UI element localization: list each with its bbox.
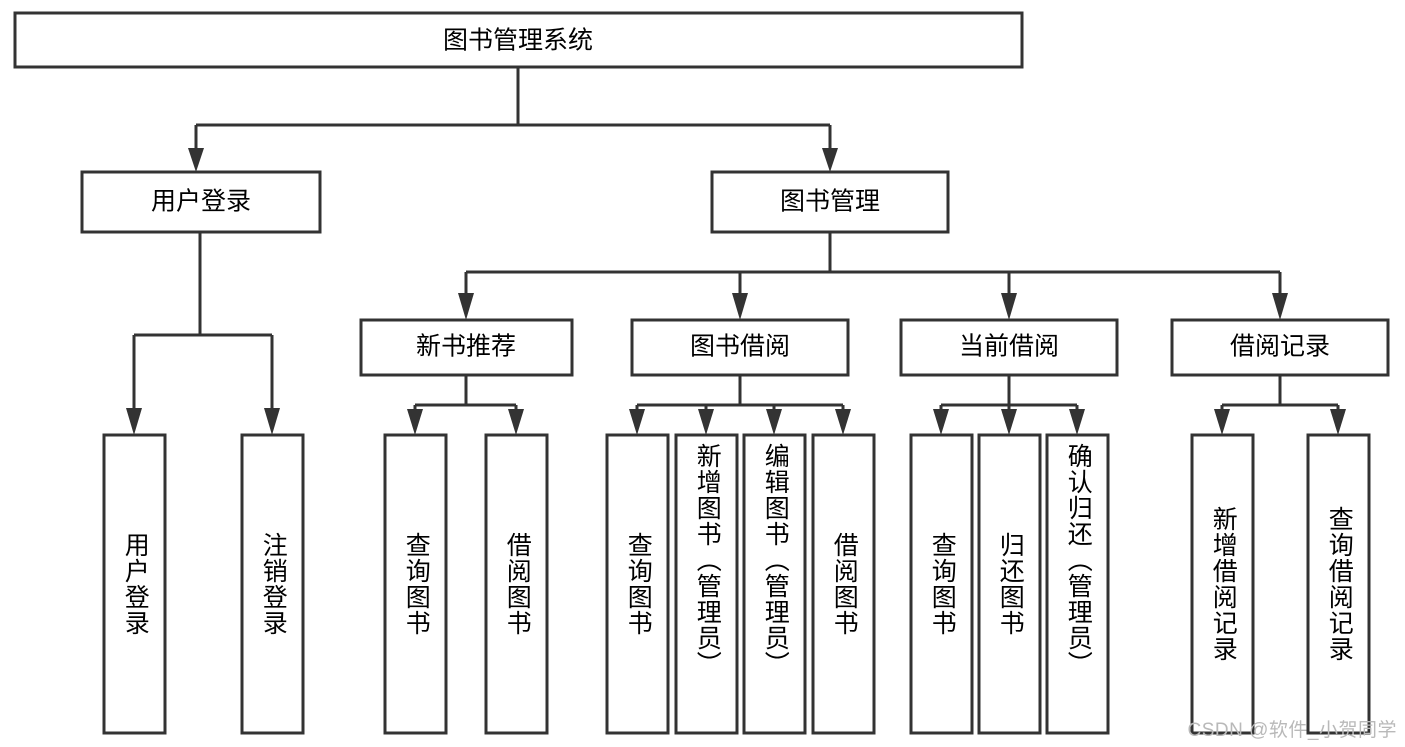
leaf-box-new-book-0[interactable] [383, 433, 448, 735]
leaf-box-user-login-1[interactable] [240, 433, 305, 735]
node-book-borrow[interactable]: 图书借阅 [630, 318, 850, 377]
node-current-borrow-label: 当前借阅 [959, 333, 1059, 361]
arrow-head-icon [1272, 293, 1288, 320]
node-user-login-label: 用户登录 [151, 188, 251, 216]
arrow-head-icon [698, 409, 714, 435]
node-root-box[interactable] [13, 11, 1024, 69]
node-user-login[interactable]: 用户登录 [80, 170, 322, 234]
leaf-group-current-borrow [909, 433, 1110, 735]
watermark-text: CSDN @软件_小贺同学 [1187, 720, 1397, 741]
arrow-head-icon [629, 409, 645, 435]
leaf-group-borrow-record [1190, 433, 1371, 735]
node-borrow-record[interactable]: 借阅记录 [1170, 318, 1390, 377]
node-new-book-recommend-label: 新书推荐 [416, 333, 516, 361]
leaf-box-book-borrow-1[interactable] [674, 433, 739, 735]
node-new-book-recommend[interactable]: 新书推荐 [359, 318, 574, 377]
leaf-box-current-borrow-0[interactable] [909, 433, 974, 735]
node-root[interactable]: 图书管理系统 [13, 11, 1024, 69]
arrow-head-icon [407, 409, 423, 435]
node-borrow-record-label: 借阅记录 [1230, 333, 1330, 361]
arrow-head-icon [822, 148, 838, 172]
leaf-box-current-borrow-1[interactable] [977, 433, 1042, 735]
leaf-group-book-borrow [605, 433, 876, 735]
leaf-box-user-login-0[interactable] [102, 433, 167, 735]
leaf-box-book-borrow-3[interactable] [811, 433, 876, 735]
arrow-head-icon [766, 409, 782, 435]
leaf-box-borrow-record-1[interactable] [1306, 433, 1371, 735]
node-book-management-label: 图书管理 [780, 188, 880, 216]
arrow-head-icon [188, 148, 204, 172]
leaf-box-new-book-1[interactable] [484, 433, 549, 735]
node-book-borrow-label: 图书借阅 [690, 333, 790, 361]
node-book-management[interactable]: 图书管理 [710, 170, 950, 234]
connector-group [126, 67, 1346, 435]
node-borrow-record-box[interactable] [1170, 318, 1390, 377]
leaf-box-book-borrow-2[interactable] [742, 433, 807, 735]
node-current-borrow[interactable]: 当前借阅 [899, 318, 1119, 377]
leaf-box-book-borrow-0[interactable] [605, 433, 670, 735]
arrow-head-icon [1001, 409, 1017, 435]
node-user-login-box[interactable] [80, 170, 322, 234]
arrow-head-icon [264, 408, 280, 435]
leaf-box-borrow-record-0[interactable] [1190, 433, 1255, 735]
arrow-head-icon [1330, 409, 1346, 435]
arrow-head-icon [933, 409, 949, 435]
arrow-head-icon [732, 293, 748, 320]
arrow-head-icon [458, 293, 474, 320]
leaf-box-current-borrow-2[interactable] [1045, 433, 1110, 735]
leaf-group-user-login [102, 433, 305, 735]
arrow-head-icon [126, 408, 142, 435]
node-book-management-box[interactable] [710, 170, 950, 234]
node-current-borrow-box[interactable] [899, 318, 1119, 377]
node-book-borrow-box[interactable] [630, 318, 850, 377]
arrow-head-icon [1214, 409, 1230, 435]
node-root-label: 图书管理系统 [443, 27, 593, 55]
arrow-head-icon [1001, 293, 1017, 320]
arrow-head-icon [1069, 409, 1085, 435]
arrow-head-icon [508, 409, 524, 435]
arrow-head-icon [835, 409, 851, 435]
leaf-group-new-book [383, 433, 549, 735]
node-new-book-recommend-box[interactable] [359, 318, 574, 377]
